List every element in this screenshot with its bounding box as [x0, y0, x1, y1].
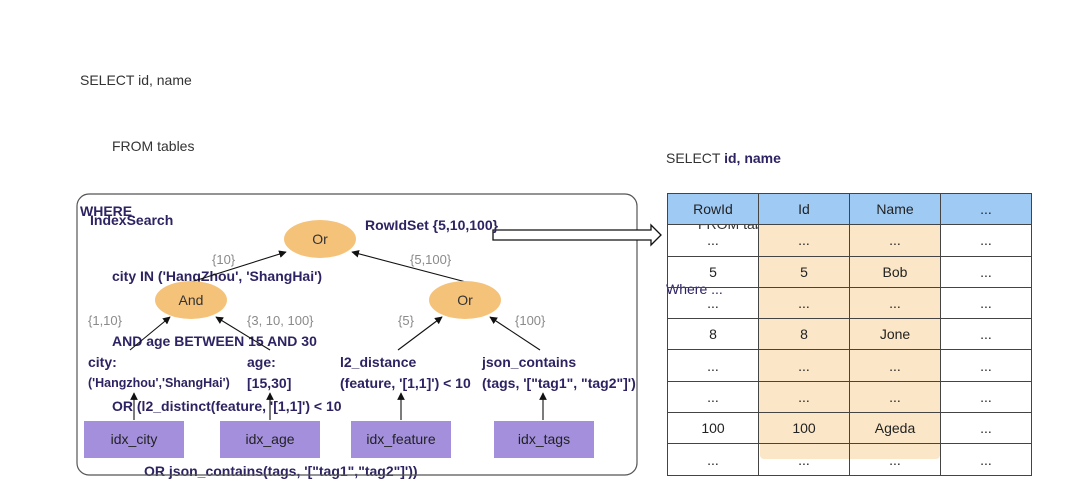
sql-select-line: SELECT id, name — [80, 72, 192, 89]
edge-and-to-root — [190, 250, 287, 283]
table-cell: ... — [940, 255, 1032, 288]
sql-where-keyword: WHERE — [80, 202, 133, 219]
and-label: And — [178, 292, 204, 308]
rowid-set-label: RowIdSet {5,10,100} — [365, 217, 499, 233]
edge-city-to-and — [129, 316, 171, 351]
table-cell: ... — [849, 380, 941, 414]
sql-condition-feature: OR (l2_distinct(feature, '[1,1]') < 10 — [112, 397, 342, 414]
table-cell: 100 — [758, 412, 850, 445]
table-cell: 5 — [667, 255, 759, 288]
root-or-label: Or — [312, 231, 328, 247]
city-result-set: {1,10} — [88, 313, 122, 328]
table-cell: ... — [667, 380, 759, 414]
table-cell: Ageda — [849, 412, 941, 445]
result-select-columns: id, name — [724, 150, 781, 167]
table-row: ............ — [667, 286, 1032, 320]
table-cell: 5 — [758, 255, 850, 288]
table-cell: Bob — [849, 255, 941, 288]
table-cell: Jone — [849, 318, 941, 351]
table-cell: ... — [667, 224, 759, 257]
table-cell: ... — [849, 224, 941, 257]
table-cell: ... — [940, 380, 1032, 414]
idx-city-box: idx_city — [84, 421, 184, 458]
edge-feature-to-or — [397, 316, 443, 351]
table-row: ............ — [667, 380, 1032, 414]
city-condition-title: city: — [88, 354, 117, 370]
tags-result-set: {100} — [515, 313, 546, 328]
tags-condition-value: (tags, '["tag1", "tag2"]') — [482, 375, 636, 391]
table-cell: ... — [758, 224, 850, 257]
header-rowid: RowId — [667, 192, 759, 226]
edge-or-to-root — [351, 250, 467, 283]
and-node — [155, 281, 227, 319]
header-name: Name — [849, 192, 941, 226]
sql-condition-city: city IN ('HangZhou', 'ShangHai') — [112, 267, 323, 284]
table-cell: ... — [758, 286, 850, 320]
table-cell: ... — [940, 318, 1032, 351]
or-label: Or — [457, 292, 473, 308]
index-search-title: IndexSearch — [90, 212, 174, 228]
table-cell: ... — [667, 349, 759, 382]
table-row: ............ — [667, 224, 1032, 257]
table-row: ............ — [667, 349, 1032, 382]
table-cell: ... — [667, 443, 759, 476]
table-cell: ... — [849, 349, 941, 382]
idx-tags-box: idx_tags — [494, 421, 594, 458]
table-header-row: RowId Id Name ... — [667, 192, 1032, 226]
table-row: ............ — [667, 443, 1032, 476]
main-sql-query: SELECT id, name FROM tables WHERE city I… — [80, 27, 418, 504]
table-cell: 100 — [667, 412, 759, 445]
table-cell: ... — [849, 286, 941, 320]
and-result-set: {10} — [212, 252, 236, 267]
table-cell: 8 — [758, 318, 850, 351]
idx-feature-box: idx_feature — [351, 421, 451, 458]
or-node — [429, 281, 501, 319]
table-cell: 8 — [667, 318, 759, 351]
idx-age-box: idx_age — [220, 421, 320, 458]
feature-condition-title: l2_distance — [340, 354, 417, 370]
table-cell: ... — [758, 349, 850, 382]
table-cell: ... — [758, 443, 850, 476]
header-more: ... — [940, 192, 1032, 226]
age-result-set: {3, 10, 100} — [247, 313, 314, 328]
or-result-set: {5,100} — [410, 252, 452, 267]
table-cell: ... — [940, 349, 1032, 382]
table-cell: ... — [940, 443, 1032, 476]
tags-condition-title: json_contains — [482, 354, 577, 370]
feature-condition-value: (feature, '[1,1]') < 10 — [340, 375, 471, 391]
header-id: Id — [758, 192, 850, 226]
edge-age-to-and — [215, 316, 271, 351]
result-flow-arrow — [492, 223, 662, 247]
age-condition-title: age: — [247, 354, 276, 370]
age-condition-value: [15,30] — [247, 375, 292, 391]
city-condition-value: ('Hangzhou','ShangHai') — [88, 376, 230, 390]
root-or-node — [284, 220, 356, 258]
table-cell: ... — [940, 224, 1032, 257]
feature-result-set: {5} — [398, 313, 414, 328]
table-cell: ... — [849, 443, 941, 476]
sql-from-line: FROM tables — [112, 137, 195, 154]
table-cell: ... — [667, 286, 759, 320]
edge-tags-to-or — [489, 316, 541, 351]
table-cell: ... — [940, 412, 1032, 445]
table-cell: ... — [758, 380, 850, 414]
table-cell: ... — [940, 286, 1032, 320]
result-select-prefix: SELECT — [666, 150, 725, 167]
index-search-frame — [76, 193, 638, 476]
